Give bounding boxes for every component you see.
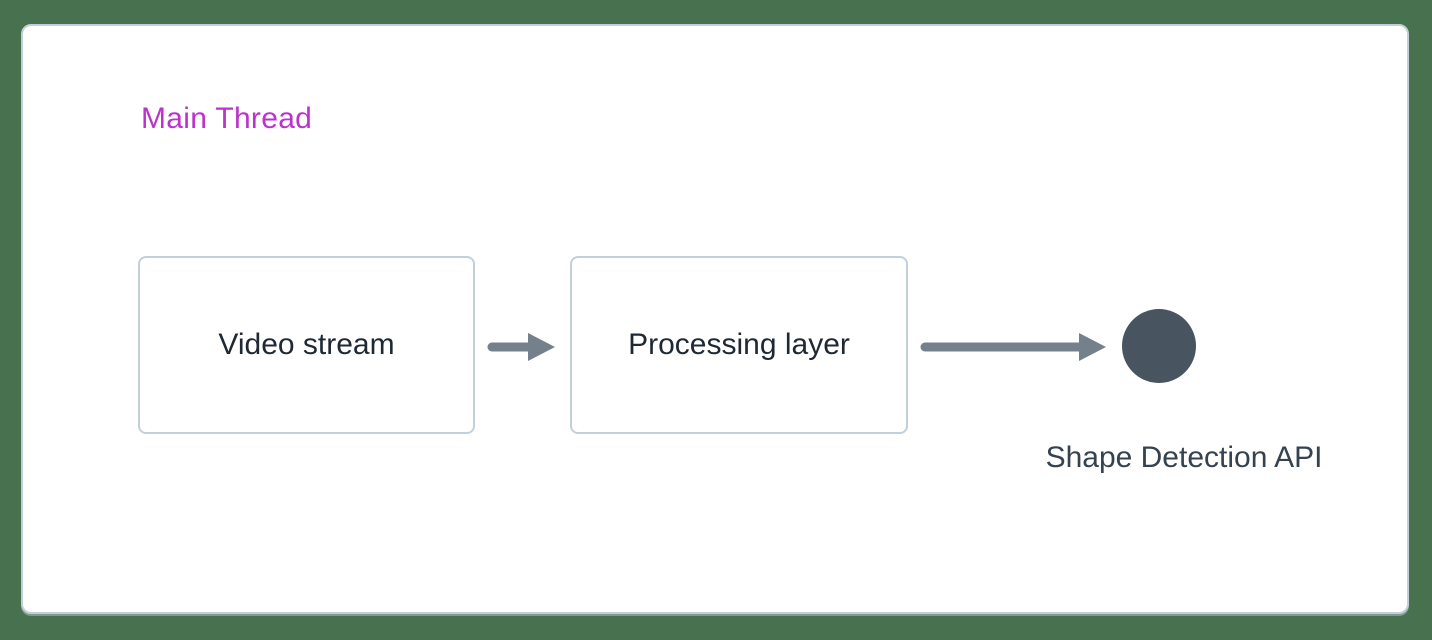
processing-layer-box: Processing layer bbox=[570, 256, 908, 434]
main-thread-panel: Main Thread Video stream Processing laye… bbox=[21, 24, 1409, 614]
arrow-right-icon bbox=[487, 333, 555, 361]
processing-layer-label: Processing layer bbox=[628, 328, 850, 361]
main-thread-label: Main Thread bbox=[141, 102, 313, 135]
video-stream-box: Video stream bbox=[138, 256, 475, 434]
shape-detection-node bbox=[1122, 309, 1196, 383]
arrow-right-icon bbox=[920, 333, 1106, 361]
video-stream-label: Video stream bbox=[218, 328, 395, 361]
shape-detection-api-label: Shape Detection API bbox=[1045, 441, 1323, 474]
